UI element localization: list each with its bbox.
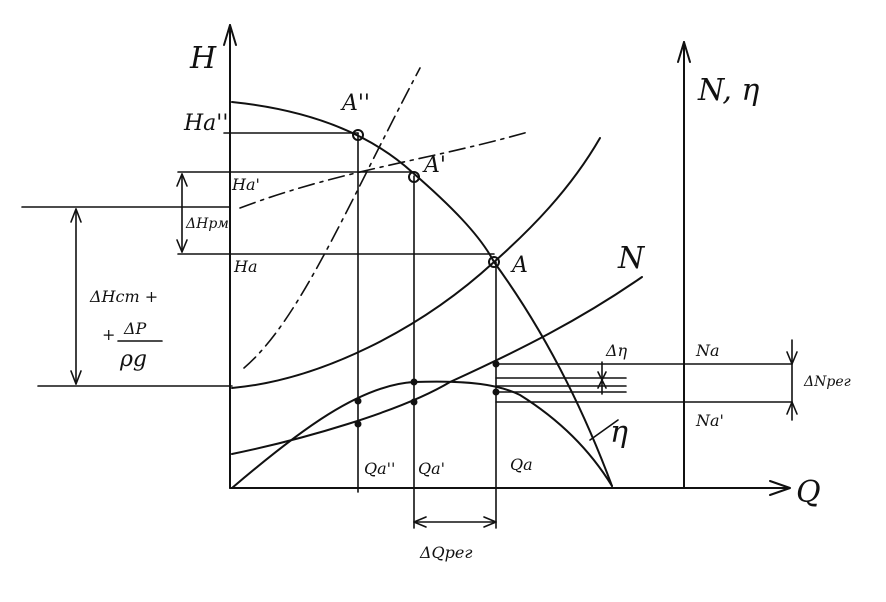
efficiency-curve xyxy=(231,380,613,489)
point-a1-label: A' xyxy=(422,153,446,178)
head-control-arrow-bottom xyxy=(176,239,188,253)
pump-head-curve xyxy=(231,101,613,487)
point-a2-label: A'' xyxy=(340,91,370,116)
head-axis-label: H xyxy=(189,41,217,76)
pressure-numerator-label: ΔP xyxy=(123,319,147,338)
flow-level-a-label: Qa xyxy=(510,455,533,474)
head-level-a-label: Ha xyxy=(233,257,258,276)
dot-q2-power xyxy=(354,397,362,405)
point-a-label: A xyxy=(510,253,528,278)
power-control-arrow-bottom xyxy=(786,401,798,415)
dot-q-eff xyxy=(492,388,500,396)
static-head-label-2: + xyxy=(102,325,115,344)
system-curve xyxy=(231,137,601,389)
head-axis-arrow xyxy=(223,24,237,46)
point-a1-marker xyxy=(408,171,420,183)
dot-q2-eff xyxy=(354,420,362,428)
head-control-label: ΔHрм xyxy=(185,216,229,232)
static-head-arrow-bottom xyxy=(70,370,82,385)
static-head-arrow-top xyxy=(70,208,82,223)
power-level-na1-label: Na' xyxy=(695,411,724,430)
dot-q-power xyxy=(492,360,500,368)
power-control-arrow-top xyxy=(786,351,798,365)
power-control-label: ΔNрег xyxy=(803,374,851,390)
power-eff-axis-label: N, η xyxy=(697,73,759,108)
flow-control-arrow-right xyxy=(483,516,497,528)
point-a2-marker xyxy=(352,129,364,141)
flow-control-label: ΔQрег xyxy=(419,543,472,562)
pressure-denominator-label: ρg xyxy=(119,347,147,372)
efficiency-label-leader xyxy=(589,419,619,441)
throttled-system-curve-1 xyxy=(243,67,421,369)
throttled-system-curve-2 xyxy=(239,131,529,209)
static-head-label-1: ΔHст + xyxy=(89,287,158,306)
efficiency-arrow-top xyxy=(597,379,607,389)
power-curve xyxy=(231,276,643,455)
flow-level-a2-label: Qa'' xyxy=(364,459,395,478)
head-level-a1-label: Ha' xyxy=(231,175,260,194)
efficiency-delta-label: Δη xyxy=(605,341,628,360)
head-control-arrow-top xyxy=(176,173,188,187)
flow-control-arrow-left xyxy=(413,516,427,528)
flow-level-a1-label: Qa' xyxy=(418,459,445,478)
dot-q1-power xyxy=(410,398,418,406)
power-curve-label: N xyxy=(617,241,646,276)
efficiency-curve-label: η xyxy=(610,415,628,450)
flow-axis-label: Q xyxy=(796,475,821,510)
dot-q1-eff xyxy=(410,378,418,386)
flow-axis-arrow xyxy=(769,480,791,496)
head-level-a2-label: Ha'' xyxy=(183,111,228,136)
power-level-na-label: Na xyxy=(695,341,720,360)
point-a-marker xyxy=(488,256,500,268)
power-axis-arrow xyxy=(677,41,691,63)
